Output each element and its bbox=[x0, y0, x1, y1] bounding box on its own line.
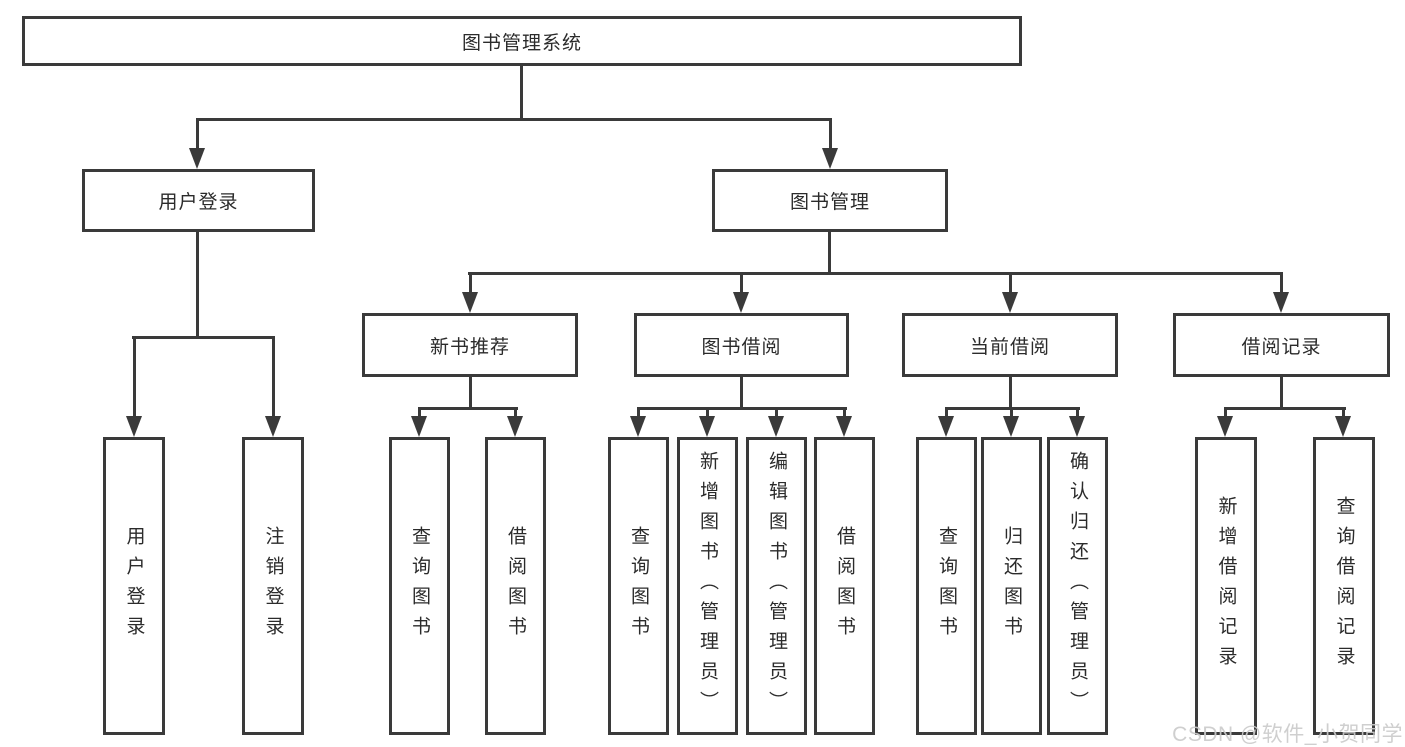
connector-line bbox=[195, 232, 199, 339]
leaf-borrow-book-recommend: 借阅图书 bbox=[485, 437, 546, 735]
connector-line bbox=[519, 66, 523, 119]
arrow-down-icon bbox=[699, 416, 715, 437]
connector-line bbox=[945, 406, 1080, 410]
arrow-down-icon bbox=[1003, 416, 1019, 437]
connector-line bbox=[1279, 273, 1283, 297]
arrow-down-icon bbox=[768, 416, 784, 437]
arrow-down-icon bbox=[1069, 416, 1085, 437]
leaf-edit-book-admin: 编辑图书（管理员） bbox=[746, 437, 807, 735]
csdn-watermark: CSDN @软件_小贺同学 bbox=[1172, 723, 1403, 746]
arrow-down-icon bbox=[1217, 416, 1233, 437]
node-new-book-recommend: 新书推荐 bbox=[362, 313, 578, 377]
connector-line bbox=[944, 408, 948, 420]
arrow-down-icon bbox=[836, 416, 852, 437]
leaf-user-login: 用户登录 bbox=[103, 437, 165, 735]
node-borrow-record: 借阅记录 bbox=[1173, 313, 1390, 377]
connector-line bbox=[1075, 408, 1079, 420]
arrow-down-icon bbox=[630, 416, 646, 437]
arrow-down-icon bbox=[1335, 416, 1351, 437]
arrow-down-icon bbox=[507, 416, 523, 437]
arrow-down-icon bbox=[1273, 292, 1289, 313]
leaf-borrow-book: 借阅图书 bbox=[814, 437, 875, 735]
node-user-login: 用户登录 bbox=[82, 169, 315, 232]
connector-line bbox=[637, 406, 847, 410]
arrow-down-icon bbox=[462, 292, 478, 313]
connector-line bbox=[418, 406, 518, 410]
connector-line bbox=[739, 273, 743, 297]
node-current-borrow: 当前借阅 bbox=[902, 313, 1118, 377]
connector-line bbox=[739, 377, 743, 410]
connector-line bbox=[468, 273, 472, 297]
arrow-down-icon bbox=[411, 416, 427, 437]
leaf-return-book: 归还图书 bbox=[981, 437, 1042, 735]
connector-line bbox=[1223, 408, 1227, 420]
connector-line bbox=[1008, 377, 1012, 410]
connector-line bbox=[132, 337, 136, 421]
connector-line bbox=[842, 408, 846, 420]
arrow-down-icon bbox=[822, 148, 838, 169]
connector-line bbox=[271, 337, 275, 421]
arrow-down-icon bbox=[126, 416, 142, 437]
arrow-down-icon bbox=[189, 148, 205, 169]
connector-line bbox=[513, 408, 517, 420]
connector-line bbox=[1009, 408, 1013, 420]
arrow-down-icon bbox=[938, 416, 954, 437]
connector-line bbox=[1008, 273, 1012, 297]
leaf-query-book-recommend: 查询图书 bbox=[389, 437, 450, 735]
leaf-query-borrow-record: 查询借阅记录 bbox=[1313, 437, 1375, 735]
connector-line bbox=[468, 377, 472, 410]
arrow-down-icon bbox=[1002, 292, 1018, 313]
connector-line bbox=[195, 119, 199, 152]
connector-line bbox=[196, 117, 832, 121]
leaf-query-book-borrow: 查询图书 bbox=[608, 437, 669, 735]
node-book-borrow: 图书借阅 bbox=[634, 313, 849, 377]
connector-line bbox=[468, 271, 1283, 275]
connector-line bbox=[774, 408, 778, 420]
node-root: 图书管理系统 bbox=[22, 16, 1022, 66]
leaf-query-book-current: 查询图书 bbox=[916, 437, 977, 735]
connector-line bbox=[827, 232, 831, 275]
connector-line bbox=[417, 408, 421, 420]
connector-line bbox=[705, 408, 709, 420]
connector-line bbox=[1341, 408, 1345, 420]
connector-line bbox=[636, 408, 640, 420]
arrow-down-icon bbox=[265, 416, 281, 437]
leaf-confirm-return-admin: 确认归还（管理员） bbox=[1047, 437, 1108, 735]
connector-line bbox=[1224, 406, 1346, 410]
node-book-management: 图书管理 bbox=[712, 169, 948, 232]
leaf-add-borrow-record: 新增借阅记录 bbox=[1195, 437, 1257, 735]
arrow-down-icon bbox=[733, 292, 749, 313]
leaf-add-book-admin: 新增图书（管理员） bbox=[677, 437, 738, 735]
leaf-logout: 注销登录 bbox=[242, 437, 304, 735]
connector-line bbox=[828, 119, 832, 152]
connector-line bbox=[132, 335, 275, 339]
connector-line bbox=[1279, 377, 1283, 410]
